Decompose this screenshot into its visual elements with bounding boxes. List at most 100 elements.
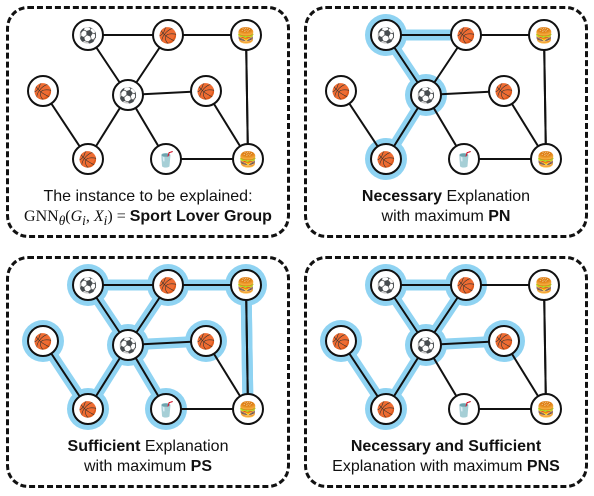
graph-node: 🏀 [72, 143, 104, 175]
drink-cup-icon: 🥤 [157, 151, 176, 169]
basketball-icon: 🏀 [495, 332, 514, 352]
panel-necessary: ⚽🏀🍔🏀⚽🏀🏀🥤🍔 Necessary Explanation with max… [304, 6, 588, 238]
soccer-ball-icon: ⚽ [376, 277, 396, 295]
soccer-ball-icon: ⚽ [376, 27, 396, 45]
caption-text: with maximum [381, 208, 489, 225]
graph-node: 🍔 [530, 393, 562, 425]
basketball-icon: 🏀 [34, 332, 53, 352]
panel-sufficient: ⚽🏀🍔🏀⚽🏀🏀🥤🍔 Sufficient Explanation with ma… [6, 256, 290, 488]
graph-node: ⚽ [112, 329, 144, 361]
graph-node: 🏀 [190, 325, 222, 357]
graph-necessary: ⚽🏀🍔🏀⚽🏀🏀🥤🍔 [325, 14, 562, 180]
burger-icon: 🍔 [535, 277, 554, 295]
soccer-ball-icon: ⚽ [78, 27, 98, 45]
graph-node: 🥤 [150, 143, 182, 175]
graph-node: 🥤 [150, 393, 182, 425]
graph-node: 🍔 [230, 19, 262, 51]
basketball-icon: 🏀 [79, 400, 98, 420]
caption-bold-term: Necessary [361, 188, 442, 205]
caption-instance: The instance to be explained: GNNθ(Gi, X… [9, 187, 287, 231]
graph-node: 🏀 [72, 393, 104, 425]
basketball-icon: 🏀 [79, 150, 98, 170]
burger-icon: 🍔 [237, 277, 256, 295]
caption-formula: GNNθ(Gi, Xi) = Sport Lover Group [9, 207, 287, 231]
burger-icon: 🍔 [537, 401, 556, 419]
basketball-icon: 🏀 [197, 332, 216, 352]
graph-node: 🍔 [530, 143, 562, 175]
graph-edge [543, 284, 547, 410]
graph-instance: ⚽ 🏀 🍔 🏀 ⚽ 🏀 🏀 🥤 🍔 [27, 19, 264, 175]
graph-necessary-sufficient: ⚽ 🏀 🍔 🏀 ⚽ 🏀 🏀 🥤 🍔 [320, 264, 562, 430]
basketball-icon: 🏀 [159, 276, 178, 296]
graph-node: 🥤 [448, 393, 480, 425]
drink-cup-icon: 🥤 [157, 401, 176, 419]
formula-paren-close: ) = [107, 208, 130, 225]
burger-icon: 🍔 [239, 151, 258, 169]
formula-x-sub: i [103, 213, 108, 229]
caption-necessary: Necessary Explanation with maximum PN [307, 187, 585, 227]
caption-result: Sport Lover Group [129, 208, 272, 225]
graph-node: 🏀 [152, 19, 184, 51]
burger-icon: 🍔 [237, 27, 256, 45]
caption-line1: The instance to be explained: [43, 188, 253, 205]
caption-text: with maximum [83, 458, 191, 475]
caption-text: Explanation [140, 438, 229, 455]
caption-metric: PNS [526, 458, 560, 475]
graph-node: ⚽ [370, 19, 402, 51]
graph-edge [245, 34, 249, 160]
basketball-icon: 🏀 [495, 82, 514, 102]
panel-instance: ⚽ 🏀 🍔 🏀 ⚽ 🏀 🏀 🥤 🍔 The instance to be explained: … [6, 6, 290, 238]
caption-bold-term: Necessary and Sufficient [350, 438, 542, 455]
graph-node: 🏀 [325, 325, 357, 357]
formula-paren-open: ( [65, 208, 71, 225]
basketball-icon: 🏀 [332, 82, 351, 102]
basketball-icon: 🏀 [197, 82, 216, 102]
graph-node: 🏀 [152, 269, 184, 301]
formula-theta: θ [58, 213, 66, 229]
graph-node: 🏀 [370, 393, 402, 425]
graph-node: 🏀 [450, 269, 482, 301]
caption-metric: PN [488, 208, 511, 225]
graph-node: ⚽ [72, 19, 104, 51]
basketball-icon: 🏀 [377, 150, 396, 170]
soccer-ball-icon: ⚽ [416, 337, 436, 355]
graph-node: ⚽ [370, 269, 402, 301]
graph-node: 🥤 [448, 143, 480, 175]
graph-node: 🏀 [488, 325, 520, 357]
basketball-icon: 🏀 [332, 332, 351, 352]
graph-node: 🏀 [370, 143, 402, 175]
graph-sufficient: ⚽ 🏀 🍔 🏀 ⚽ 🏀 🏀 🥤 🍔 [22, 264, 267, 430]
graph-node: 🏀 [325, 75, 357, 107]
graph-node: 🏀 [190, 75, 222, 107]
graph-node: ⚽ [112, 79, 144, 111]
graph-node: 🍔 [528, 19, 560, 51]
soccer-ball-icon: ⚽ [78, 277, 98, 295]
basketball-icon: 🏀 [457, 276, 476, 296]
formula-comma: , [85, 208, 94, 225]
basketball-icon: 🏀 [159, 26, 178, 46]
graph-node: 🏀 [27, 75, 59, 107]
graph-edge [543, 34, 547, 160]
panel-necessary-sufficient: ⚽ 🏀 🍔 🏀 ⚽ 🏀 🏀 🥤 🍔 Necessary and Sufficient Expla… [304, 256, 588, 488]
burger-icon: 🍔 [535, 27, 554, 45]
graph-node: ⚽ [72, 269, 104, 301]
graph-node: 🍔 [232, 143, 264, 175]
graph-node: 🏀 [450, 19, 482, 51]
graph-node: ⚽ [410, 79, 442, 111]
formula-gnn: GNN [24, 208, 59, 225]
burger-icon: 🍔 [537, 151, 556, 169]
soccer-ball-icon: ⚽ [118, 337, 138, 355]
graph-edge [245, 284, 249, 410]
burger-icon: 🍔 [239, 401, 258, 419]
graph-node: ⚽ [410, 329, 442, 361]
caption-necessary-sufficient: Necessary and Sufficient Explanation wit… [307, 437, 585, 477]
formula-g: G [70, 208, 83, 225]
soccer-ball-icon: ⚽ [118, 87, 138, 105]
caption-metric: PS [190, 458, 213, 475]
graph-node: 🏀 [27, 325, 59, 357]
caption-text: Explanation with maximum [332, 458, 527, 475]
drink-cup-icon: 🥤 [455, 401, 474, 419]
graph-node: 🍔 [230, 269, 262, 301]
graph-node: 🍔 [232, 393, 264, 425]
graph-node: 🍔 [528, 269, 560, 301]
